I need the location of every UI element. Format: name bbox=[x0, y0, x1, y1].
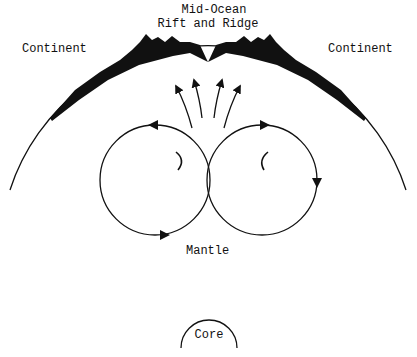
upwelling-arrow bbox=[214, 80, 222, 118]
ridge-label: Mid-Ocean Rift and Ridge bbox=[156, 3, 260, 31]
cell-arrowhead bbox=[148, 120, 158, 130]
mantle-label: Mantle bbox=[186, 244, 229, 258]
convection-cell bbox=[100, 125, 210, 235]
upwelling-arrow bbox=[224, 86, 240, 128]
upwelling-arrow bbox=[176, 86, 192, 128]
upwelling-arrow bbox=[194, 80, 202, 118]
rotation-mark bbox=[262, 152, 268, 170]
continent-label: Continent bbox=[22, 42, 87, 56]
cell-arrowhead bbox=[260, 120, 270, 130]
convection-cell bbox=[207, 125, 317, 235]
rotation-mark bbox=[176, 152, 182, 170]
region-name: Core bbox=[179, 328, 239, 342]
continent-label: Continent bbox=[328, 42, 393, 56]
cell-arrowhead bbox=[160, 230, 170, 240]
cell-arrowhead bbox=[312, 178, 322, 188]
core-region: Core bbox=[179, 318, 239, 357]
